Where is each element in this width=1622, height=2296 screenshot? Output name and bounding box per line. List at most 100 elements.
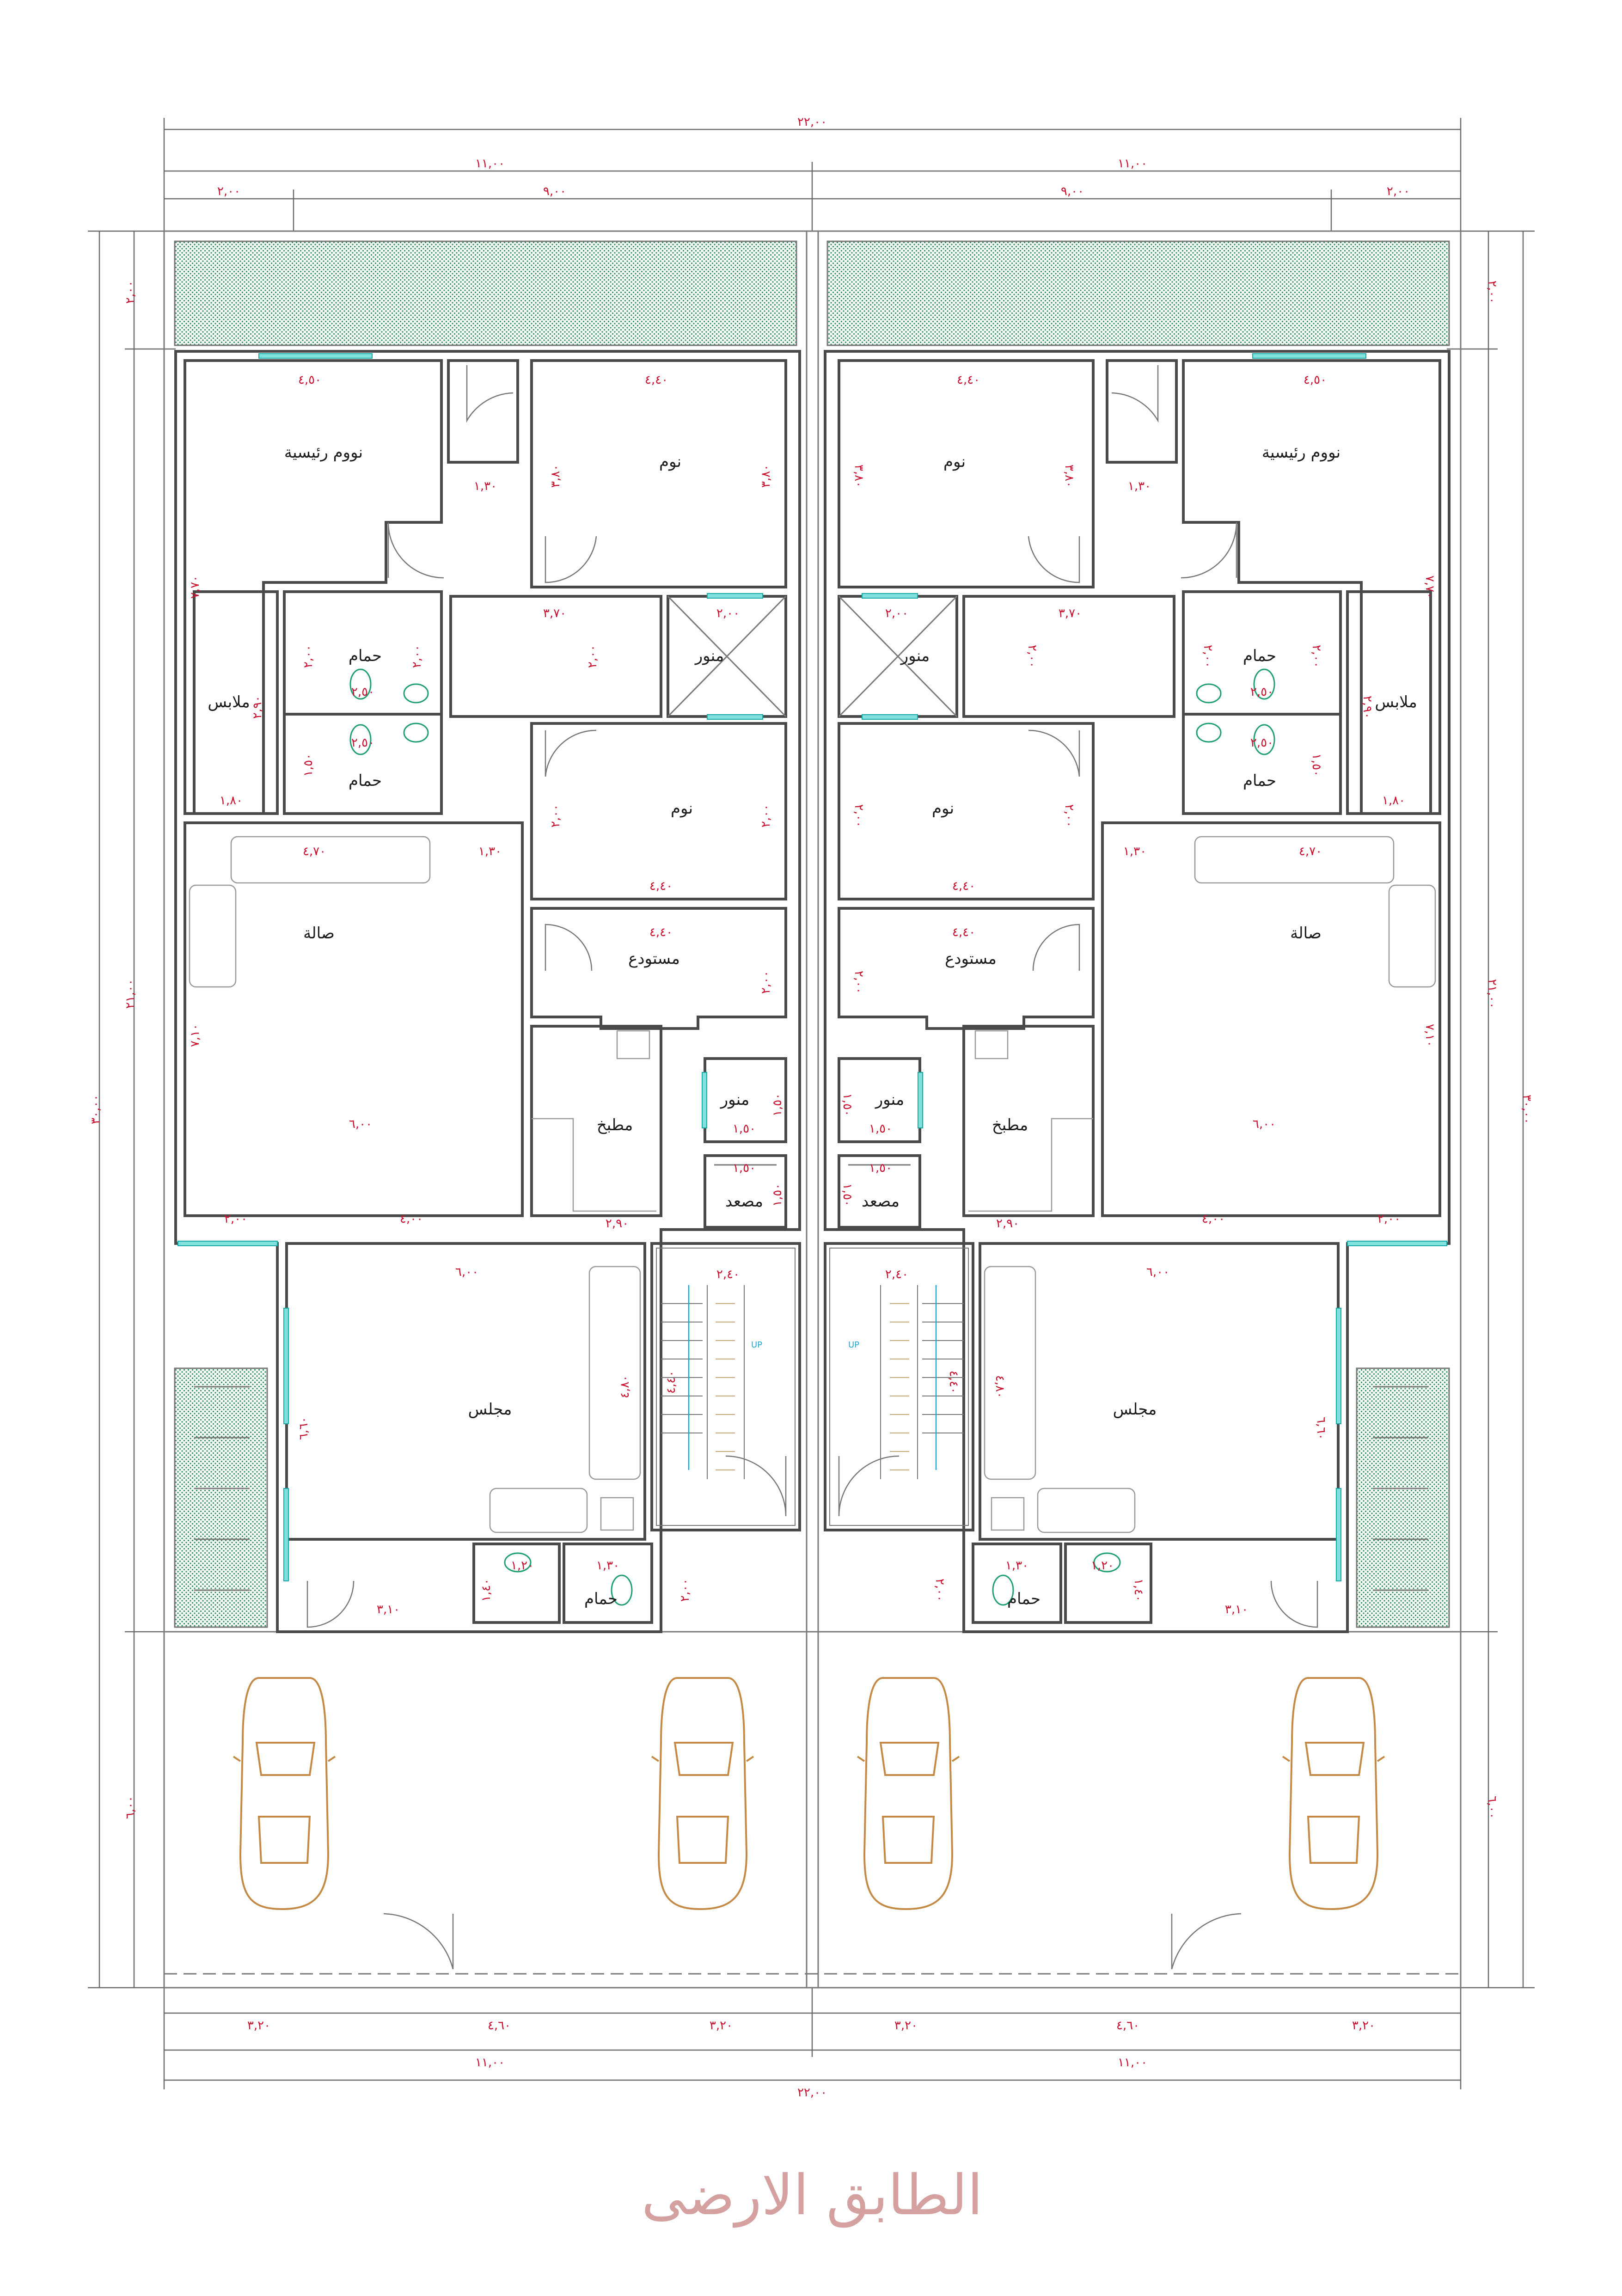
dim-label: ٢,٩٠: [606, 1217, 629, 1231]
dim-label: ٢,٠٠: [852, 971, 866, 994]
stair-left: UP: [656, 1248, 796, 1526]
dim-label: ٤,٠٠: [400, 1212, 423, 1226]
dim-label: ٤,٤٠: [664, 1371, 678, 1394]
dim-bottom-left-3: ٣,٢٠: [710, 2019, 733, 2033]
room-label-bathroom: حمام: [584, 1590, 618, 1608]
dim-half-width-bottom-right: ١١,٠٠: [1118, 2056, 1147, 2069]
dim-label: ١,٣٠: [1123, 845, 1146, 858]
dim-label: ٢,٥٠: [351, 685, 374, 699]
room-label-lightwell: منور: [875, 1090, 904, 1109]
dim-label: ٣,٨٠: [852, 465, 866, 488]
dim-setback-top-right: ٢,٠٠: [1387, 184, 1410, 198]
window: [178, 1241, 278, 1246]
dim-label: ٢,٠٠: [586, 645, 600, 668]
dim-label: ١,٤٠: [479, 1579, 493, 1602]
dim-label: ٦,٠٠: [455, 1265, 478, 1279]
dim-label: ١,٥٠: [733, 1161, 756, 1175]
room-label-bathroom: حمام: [1243, 771, 1276, 790]
dim-label: ٢,٩٠: [996, 1217, 1019, 1231]
sink: [1196, 722, 1222, 743]
top-dimensions: ٢٢,٠٠ ١١,٠٠ ١١,٠٠ ٢,٠٠ ٩,٠٠ ٩,٠٠ ٢,٠٠: [163, 115, 1462, 361]
window: [862, 714, 918, 720]
room-label-closet: ملابس: [1375, 693, 1417, 711]
dim-label: ٤,٧٠: [1299, 845, 1322, 858]
toilet: [349, 668, 372, 700]
sofa: [489, 1488, 588, 1533]
dim-right-setback: ٢,٠٠: [1485, 281, 1499, 304]
sofa: [1388, 884, 1436, 988]
dim-label: ٣,١٠: [377, 1603, 400, 1616]
interior-dims-left: ٤,٥٠ ٤,٤٠ ٣,٨٠ ٣,٨٠ ١,٣٠ ٣,٧٠ ٢,٠٠ ٢,٠٠ …: [188, 373, 784, 1616]
dim-label: ١,٣٠: [596, 1559, 619, 1573]
dim-label: ١,٥٠: [840, 1183, 854, 1206]
car: [233, 1677, 336, 1910]
room-label-bathroom: حمام: [1007, 1590, 1041, 1608]
landscape-areas: [174, 240, 1450, 1628]
window: [1336, 1488, 1341, 1581]
dim-label: ١,٥٠: [733, 1122, 756, 1136]
sofa: [189, 884, 237, 988]
dim-half-width-top-right: ١١,٠٠: [1118, 157, 1147, 171]
dim-label: ٣,٧٠: [1059, 606, 1082, 620]
dim-label: ٤,٤٠: [952, 925, 975, 939]
dim-label: ٢,٠٠: [549, 804, 563, 827]
room-label-lightwell: منور: [900, 647, 930, 665]
window: [1336, 1308, 1341, 1424]
sofa: [230, 836, 431, 884]
room-label-elevator: مصعد: [725, 1192, 763, 1211]
dim-left-setback: ٢,٠٠: [123, 281, 137, 304]
car: [651, 1677, 754, 1910]
room-label-hall: صالة: [1290, 924, 1322, 943]
sink: [1093, 1552, 1121, 1573]
dim-label: ٢,٠٠: [716, 606, 740, 620]
toilet: [349, 724, 372, 755]
room-label-closet: ملابس: [208, 693, 250, 711]
bath-fixtures: [349, 668, 1275, 1606]
dim-label: ٤,٧٠: [303, 845, 326, 858]
dim-setback-top-left: ٢,٠٠: [217, 184, 240, 198]
dim-label: ١,٢٠: [1091, 1559, 1114, 1573]
dim-label: ٦,٦٠: [1314, 1417, 1328, 1440]
dim-bottom-right-2: ٤,٦٠: [1116, 2019, 1139, 2033]
room-label-master-bedroom: نووم رئيسية: [284, 443, 363, 462]
window: [862, 593, 918, 599]
window: [1252, 353, 1366, 359]
room-label-bedroom: نوم: [943, 453, 966, 471]
dim-label: ١,٨٠: [1382, 794, 1405, 808]
garden-strip-side-right: [1356, 1367, 1450, 1628]
toilet: [992, 1574, 1014, 1606]
dim-label: ١,٥٠: [1310, 753, 1323, 777]
dim-label: ٢,٠٠: [1025, 645, 1039, 668]
dim-label: ٤,٥٠: [298, 373, 321, 387]
dim-label: ٢,٠٠: [224, 1212, 247, 1226]
dim-bottom-right-3: ٣,٢٠: [1352, 2019, 1375, 2033]
room-label-bedroom: نوم: [659, 453, 681, 471]
dim-label: ٤,٨٠: [618, 1375, 632, 1398]
toilet: [1253, 724, 1275, 755]
dim-label: ٤,٤٠: [649, 879, 673, 893]
bottom-dimensions: ٣,٢٠ ٤,٦٠ ٣,٢٠ ٣,٢٠ ٤,٦٠ ٣,٢٠ ١١,٠٠ ١١,٠…: [163, 1988, 1462, 2100]
sink: [504, 1552, 532, 1573]
dim-label: ١,٣٠: [478, 845, 502, 858]
stairs: UP UP: [656, 1248, 969, 1526]
sink: [1196, 683, 1222, 704]
sofa: [1194, 836, 1395, 884]
sofa: [1037, 1488, 1136, 1533]
dim-label: ٧,١٠: [1423, 1024, 1437, 1047]
dim-label: ١,٤٠: [1132, 1579, 1145, 1602]
garden-strip-top-left: [174, 240, 797, 346]
dim-label: ٢,٠٠: [1377, 1212, 1401, 1226]
room-label-bedroom: نوم: [932, 799, 954, 818]
kitchen-counter: [968, 1118, 1093, 1212]
side-table: [600, 1497, 634, 1531]
window: [707, 714, 763, 720]
dim-label: ٢,٠٠: [759, 804, 773, 827]
dim-label: ٤,٤٠: [952, 879, 975, 893]
window: [283, 1488, 289, 1581]
car: [1282, 1677, 1385, 1910]
dim-label: ٤,٤٠: [645, 373, 668, 387]
garden-strip-side-left: [174, 1367, 268, 1628]
dim-label: ٢,٥٠: [1250, 736, 1273, 750]
dim-body-top-left: ٩,٠٠: [543, 184, 566, 198]
stair-up-label: UP: [751, 1340, 762, 1350]
